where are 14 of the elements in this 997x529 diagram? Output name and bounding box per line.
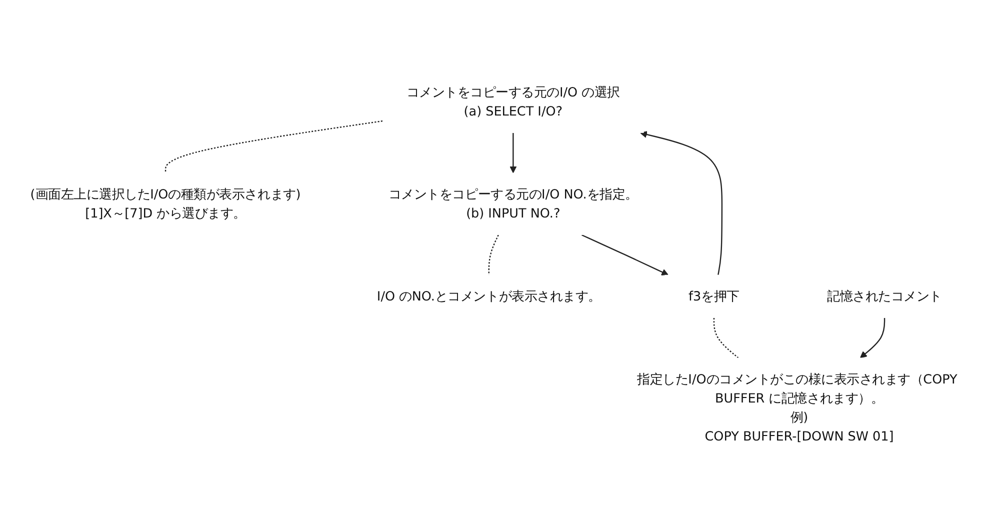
arrow [640, 131, 723, 275]
arrow [510, 132, 517, 174]
arrow [582, 234, 668, 276]
node-text: 指定したI/Oのコメントがこの様に表示されます（COPY BUFFER に記憶されます）。 例) COPY BUFFER-[DOWN SW 01] [637, 371, 958, 444]
connector [713, 318, 739, 358]
arrow [860, 318, 886, 358]
connector [488, 234, 499, 275]
node-text: コメントをコピーする元のI/O の選択 (a) SELECT I/O? [406, 84, 620, 119]
connector [164, 120, 383, 173]
node-text: コメントをコピーする元のI/O NO.を指定。 (b) INPUT NO.? [388, 186, 638, 221]
node-text: I/O のNO.とコメントが表示されます。 [376, 288, 601, 304]
node-text: f3を押下 [688, 288, 740, 304]
node-text: (画面左上に選択したI/Oの種類が表示されます) [1]X～[7]D から選びます。 [30, 186, 301, 221]
node-text: 記憶されたコメント [827, 288, 942, 304]
